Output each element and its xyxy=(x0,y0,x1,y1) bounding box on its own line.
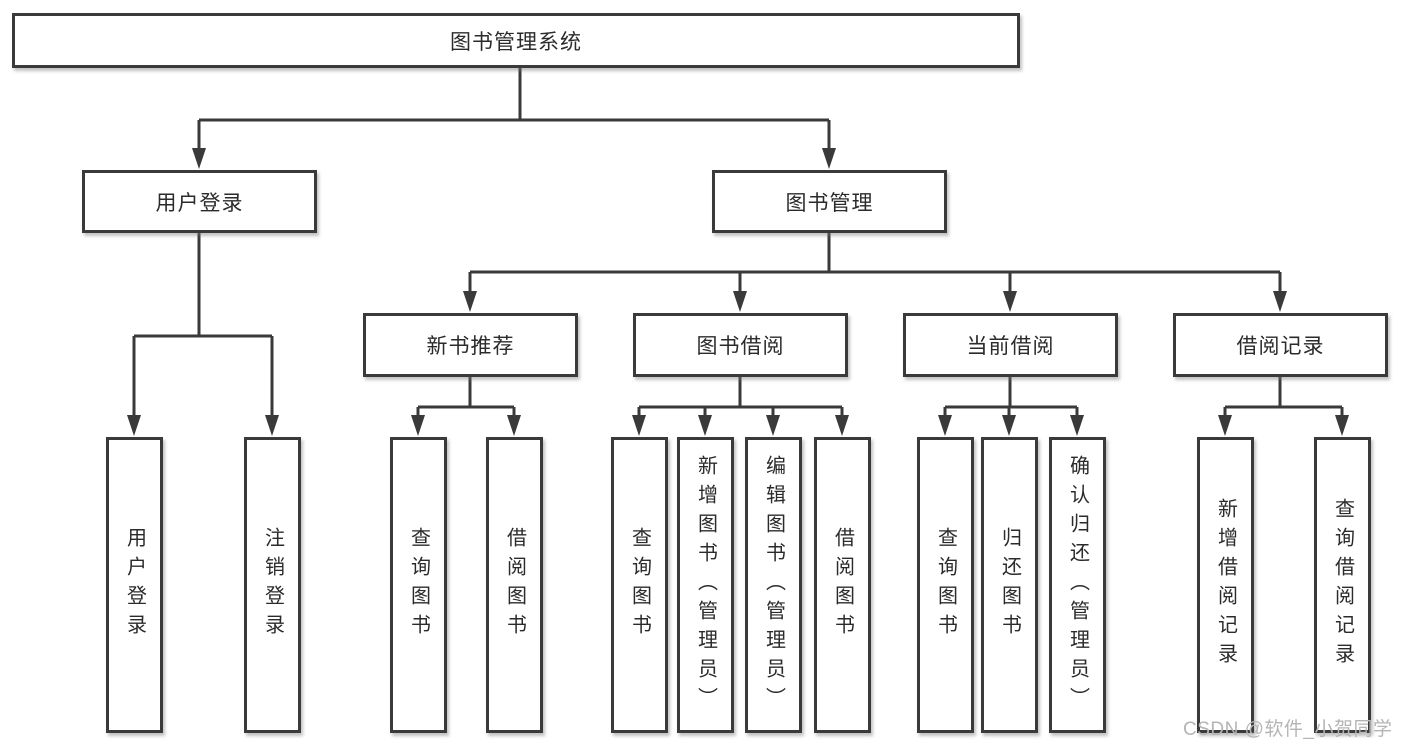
node-new-book-recommend: 新书推荐 xyxy=(363,313,578,377)
node-root-system: 图书管理系统 xyxy=(12,13,1020,68)
arrowheads xyxy=(127,148,1349,436)
node-book-management-label: 图书管理 xyxy=(785,191,874,215)
node-current-borrow: 当前借阅 xyxy=(903,313,1118,377)
node-leaf-query-book-1: 查询图书 xyxy=(390,437,447,733)
node-root-label: 图书管理系统 xyxy=(450,30,582,54)
node-book-borrow-label: 图书借阅 xyxy=(696,335,785,358)
csdn-watermark: CSDN @软件_小贺同学 xyxy=(1183,719,1393,740)
node-leaf-logout: 注销登录 xyxy=(244,437,301,733)
node-leaf-confirm-return-admin: 确认归还（管理员） xyxy=(1049,437,1106,733)
node-leaf-query-book-2: 查询图书 xyxy=(611,437,668,733)
node-leaf-borrow-book-2: 借阅图书 xyxy=(814,437,871,733)
node-leaf-add-borrow-record: 新增借阅记录 xyxy=(1197,437,1254,733)
node-leaf-query-book-3: 查询图书 xyxy=(917,437,974,733)
node-leaf-return-book: 归还图书 xyxy=(981,437,1038,733)
node-new-book-recommend-label: 新书推荐 xyxy=(426,335,515,358)
node-borrow-records-label: 借阅记录 xyxy=(1236,335,1325,358)
node-current-borrow-label: 当前借阅 xyxy=(966,335,1055,358)
node-user-login-label: 用户登录 xyxy=(155,191,244,215)
node-user-login: 用户登录 xyxy=(82,170,317,233)
node-book-management: 图书管理 xyxy=(712,170,947,233)
node-leaf-edit-book-admin: 编辑图书（管理员） xyxy=(745,437,802,733)
node-leaf-user-login: 用户登录 xyxy=(106,437,163,733)
node-book-borrow: 图书借阅 xyxy=(633,313,848,377)
node-leaf-query-borrow-record: 查询借阅记录 xyxy=(1314,437,1371,733)
node-leaf-borrow-book-1: 借阅图书 xyxy=(486,437,543,733)
node-borrow-records: 借阅记录 xyxy=(1173,313,1388,377)
node-leaf-add-book-admin: 新增图书（管理员） xyxy=(677,437,734,733)
